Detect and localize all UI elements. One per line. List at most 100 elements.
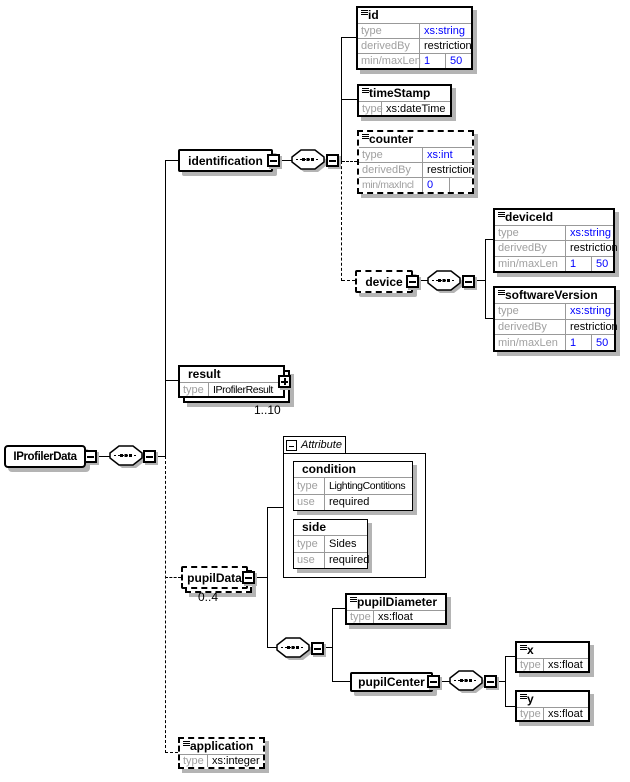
property-label: derivedBy <box>495 241 566 256</box>
element-application[interactable]: application type xs:integer <box>178 737 265 769</box>
element-deviceid[interactable]: deviceId type xs:string derivedBy restri… <box>493 208 618 273</box>
property-row: type xs:dateTime <box>359 101 450 115</box>
property-label: derivedBy <box>358 39 420 53</box>
collapse-toggle[interactable] <box>462 275 475 288</box>
property-value: restriction <box>570 242 618 255</box>
element-icon <box>361 10 368 15</box>
element-device[interactable]: device <box>355 270 413 293</box>
connector-line <box>505 656 506 707</box>
connector-line <box>267 647 277 648</box>
property-label: min/maxLen <box>495 256 566 271</box>
element-pupildiameter[interactable]: pupilDiameter type xs:float <box>345 593 447 625</box>
element-counter-title: counter <box>369 132 414 146</box>
element-iprofilerdata[interactable]: IProfilerData <box>4 445 86 468</box>
property-row: type xs:int <box>359 147 472 162</box>
property-row: use required <box>294 493 412 510</box>
collapse-toggle[interactable] <box>242 571 255 584</box>
collapse-toggle[interactable] <box>484 675 497 688</box>
property-row: type IProfilerResult <box>180 382 283 396</box>
collapse-toggle[interactable] <box>326 154 339 167</box>
sequence-compositor[interactable] <box>449 670 487 697</box>
property-label: use <box>294 494 325 510</box>
property-value: xs:float <box>548 708 583 720</box>
connector-line <box>165 160 166 456</box>
property-value: xs:float <box>548 659 583 671</box>
element-device-label: device <box>365 274 403 289</box>
connector-line <box>97 456 110 457</box>
property-value: required <box>329 496 370 509</box>
connector-line <box>341 161 342 281</box>
connector-line <box>267 507 283 508</box>
element-timestamp[interactable]: timeStamp type xs:dateTime <box>357 84 452 117</box>
property-label: type <box>517 708 544 720</box>
property-label: type <box>359 148 423 162</box>
element-pupilcenter[interactable]: pupilCenter <box>350 672 433 692</box>
collapse-toggle[interactable] <box>427 675 440 688</box>
property-label: type <box>495 226 566 241</box>
element-x[interactable]: x type xs:float <box>515 641 590 673</box>
connector-line <box>165 380 178 381</box>
sequence-compositor[interactable] <box>109 445 147 472</box>
property-label: type <box>358 24 420 38</box>
collapse-toggle[interactable] <box>84 450 97 463</box>
occurrence-label: 0..4 <box>198 590 219 604</box>
element-icon <box>350 597 357 602</box>
property-row: type Sides <box>294 535 367 552</box>
element-pupildata[interactable]: pupilData <box>181 566 248 589</box>
property-value: xs:float <box>378 611 413 623</box>
property-label: min/maxLen <box>358 54 421 68</box>
collapse-toggle[interactable] <box>267 154 280 167</box>
property-row: type xs:float <box>517 658 588 671</box>
attribute-condition-title: condition <box>302 462 356 476</box>
occurrence-label: 1..10 <box>254 403 281 417</box>
element-deviceid-title: deviceId <box>505 210 554 224</box>
connector-line <box>324 647 332 648</box>
connector-line <box>267 507 268 648</box>
element-pupildata-label: pupilData <box>187 570 242 585</box>
sequence-compositor[interactable] <box>276 637 314 664</box>
element-identification[interactable]: identification <box>178 149 273 172</box>
element-result[interactable]: result type IProfilerResult <box>178 365 285 398</box>
property-value: 50 <box>596 257 609 270</box>
attribute-collapse-toggle[interactable] <box>286 440 297 451</box>
property-value <box>450 178 472 192</box>
property-row: derivedBy restriction <box>495 240 618 256</box>
collapse-toggle[interactable] <box>143 450 156 463</box>
property-value: 50 <box>450 55 463 67</box>
element-icon <box>520 694 527 699</box>
element-result-title: result <box>188 367 221 381</box>
connector-line <box>332 681 350 682</box>
property-value: xs:integer <box>212 755 260 767</box>
element-counter[interactable]: counter type xs:int derivedBy restrictio… <box>357 130 475 194</box>
element-id[interactable]: id type xs:string derivedBy restriction … <box>356 6 473 70</box>
expand-toggle[interactable] <box>278 375 291 388</box>
property-row: type xs:string <box>358 23 471 38</box>
property-value: 50 <box>596 336 609 349</box>
element-softwareversion[interactable]: softwareVersion type xs:string derivedBy… <box>493 286 618 352</box>
attribute-tab: Attribute <box>283 436 346 454</box>
attribute-side[interactable]: side type Sides use required <box>293 519 369 569</box>
collapse-toggle[interactable] <box>311 642 324 655</box>
property-row: type xs:string <box>495 303 614 319</box>
property-label: type <box>180 383 209 396</box>
element-x-title: x <box>527 643 534 657</box>
element-icon <box>362 134 369 139</box>
property-value: LightingContitions <box>329 479 406 492</box>
sequence-compositor[interactable] <box>291 149 329 176</box>
property-label: derivedBy <box>495 319 566 335</box>
property-row: min/maxLen 1 50 <box>358 53 471 68</box>
property-value: xs:string <box>570 305 611 318</box>
element-icon <box>498 212 505 217</box>
element-y[interactable]: y type xs:float <box>515 690 590 722</box>
property-label: min/maxIncl <box>359 178 423 192</box>
attribute-condition[interactable]: condition type LightingContitions use re… <box>293 461 413 511</box>
sequence-compositor[interactable] <box>427 270 465 297</box>
property-row: type xs:integer <box>180 754 263 767</box>
collapse-toggle[interactable] <box>406 275 419 288</box>
connector-line <box>332 608 345 609</box>
element-y-title: y <box>527 692 534 706</box>
property-label: type <box>495 304 566 319</box>
connector-line <box>485 239 493 240</box>
property-row: type xs:float <box>347 610 445 623</box>
